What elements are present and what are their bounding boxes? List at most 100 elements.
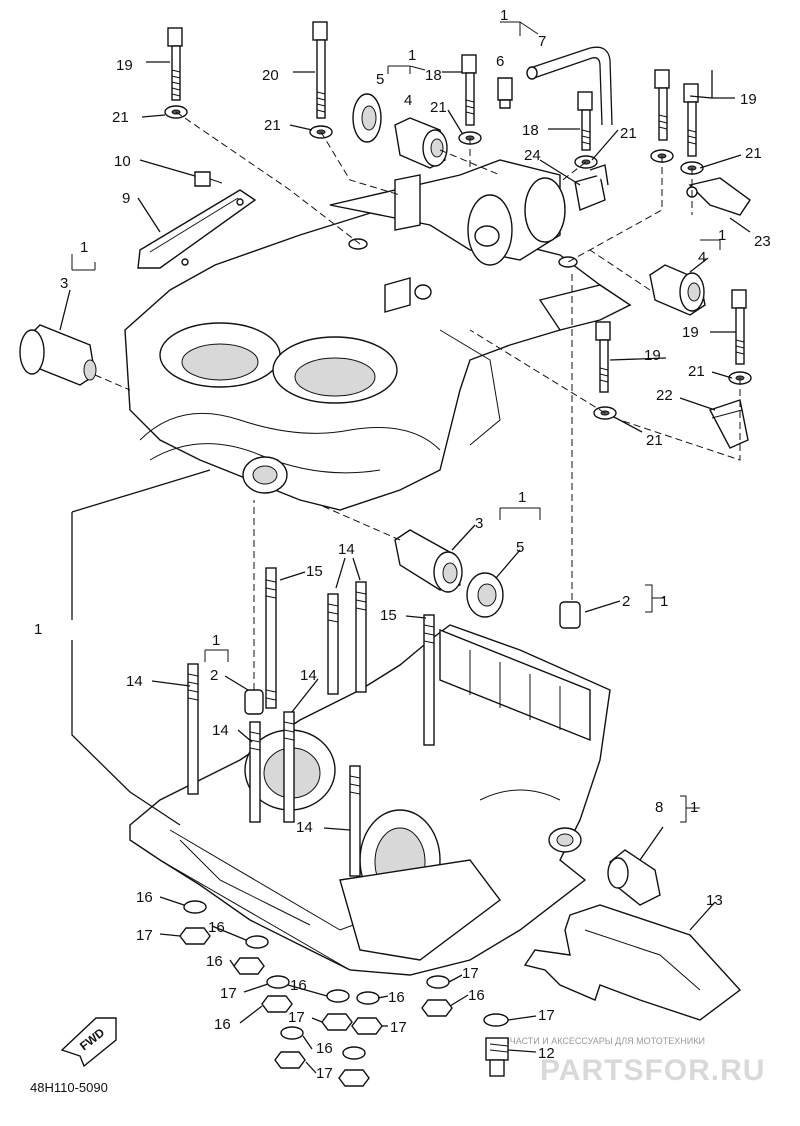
label-17: 17 [136, 927, 153, 944]
bush-3-left [19, 324, 97, 386]
washers-16-nuts-17 [179, 900, 453, 1087]
clamp-23 [686, 177, 751, 216]
label-15: 15 [306, 563, 323, 580]
bolt-18-middle [577, 91, 593, 151]
bolt-19-right-a [731, 289, 747, 365]
drawing-code: 48H110-5090 [30, 1080, 108, 1095]
bolt-19-top-right-a [654, 69, 670, 141]
hose-7 [526, 46, 613, 126]
bolt-19-right-b [595, 321, 611, 393]
label-17: 17 [390, 1019, 407, 1036]
label-1: 1 [518, 489, 526, 506]
label-19: 19 [116, 57, 133, 74]
label-19: 19 [682, 324, 699, 341]
alignment-dashes [94, 111, 741, 690]
label-19: 19 [644, 347, 661, 364]
label-1: 1 [34, 621, 42, 638]
label-3: 3 [60, 275, 68, 292]
bolt-20 [312, 21, 328, 119]
clamp-22 [708, 399, 749, 449]
label-7: 7 [538, 33, 546, 50]
bush-4-right [649, 264, 706, 316]
label-8: 8 [655, 799, 663, 816]
leader-lines [59, 61, 751, 1074]
seal-5-bottom [466, 572, 504, 618]
label-23: 23 [754, 233, 771, 250]
bush-4-top [394, 117, 448, 169]
label-21: 21 [688, 363, 705, 380]
label-21: 21 [430, 99, 447, 116]
label-16: 17 [462, 965, 479, 982]
label-14: 14 [126, 673, 143, 690]
seal-5-top [352, 93, 382, 143]
label-15: 15 [380, 607, 397, 624]
label-3: 3 [475, 515, 483, 532]
watermark-caption: ЗАПЧАСТИ И АКСЕССУАРЫ ДЛЯ МОТОТЕХНИКИ [492, 1036, 705, 1046]
label-18: 18 [425, 67, 442, 84]
label-16: 16 [290, 977, 307, 994]
part-labels-bottom: 16 17 [316, 1040, 333, 1082]
label-19: 19 [740, 91, 757, 108]
bolt-19-top-left [167, 27, 183, 101]
label-24: 24 [524, 147, 541, 164]
label-14: 14 [212, 722, 229, 739]
label-1: 1 [212, 632, 220, 649]
label-5: 5 [516, 539, 524, 556]
bracket-marks [71, 21, 721, 823]
label-14: 14 [338, 541, 355, 558]
label-17: 16 [468, 987, 485, 1004]
label-21: 21 [745, 145, 762, 162]
watermark-logo: PARTSFOR.RU [540, 1054, 765, 1087]
drain-plug-11 [483, 1013, 509, 1077]
label-16: 16 [388, 989, 405, 1006]
label-17: 16 [206, 953, 223, 970]
label-4: 4 [404, 92, 412, 109]
label-22: 22 [656, 387, 673, 404]
label-20: 20 [262, 67, 279, 84]
label-2: 2 [622, 593, 630, 610]
label-1: 1 [660, 593, 668, 610]
label-21: 21 [264, 117, 281, 134]
label-4: 4 [698, 249, 706, 266]
label-1: 1 [718, 227, 726, 244]
studs-14-15 [187, 567, 435, 877]
label-2: 2 [210, 667, 218, 684]
bolt-10 [194, 171, 223, 187]
bolt-19-top-right-b [683, 83, 699, 157]
dowel-2-left [244, 689, 264, 715]
label-17: 17 [316, 1065, 333, 1082]
label-6: 6 [496, 53, 504, 70]
cover-plate-9 [137, 189, 257, 269]
part-labels: 19 21 20 21 1 5 4 18 21 1 6 7 19 18 21 2… [34, 7, 771, 1062]
lower-crankcase [129, 624, 611, 976]
label-16: 16 [316, 1040, 333, 1057]
label-10: 10 [114, 153, 131, 170]
dowel-2-right [559, 601, 581, 629]
label-16: 16 [208, 919, 225, 936]
label-1: 1 [690, 799, 698, 816]
label-12: 17 [538, 1007, 555, 1024]
label-16: 16 [136, 889, 153, 906]
nipple-6 [497, 77, 513, 109]
label-18: 18 [522, 122, 539, 139]
label-11: 12 [538, 1045, 555, 1062]
label-1: 1 [500, 7, 508, 24]
label-17: 16 [214, 1016, 231, 1033]
fwd-arrow: FWD [60, 1017, 117, 1068]
label-9: 9 [122, 190, 130, 207]
bush-8 [607, 849, 661, 906]
label-21: 21 [620, 125, 637, 142]
bush-3-right [394, 529, 463, 593]
label-14: 14 [300, 667, 317, 684]
plate-13 [523, 904, 742, 1021]
label-5: 5 [376, 71, 384, 88]
label-13: 13 [706, 892, 723, 909]
clamp-24 [574, 164, 609, 211]
label-21: 21 [646, 432, 663, 449]
bolt-18-top [461, 54, 477, 126]
label-17: 17 [288, 1009, 305, 1026]
label-14: 14 [296, 819, 313, 836]
label-1: 1 [408, 47, 416, 64]
label-1: 1 [80, 239, 88, 256]
